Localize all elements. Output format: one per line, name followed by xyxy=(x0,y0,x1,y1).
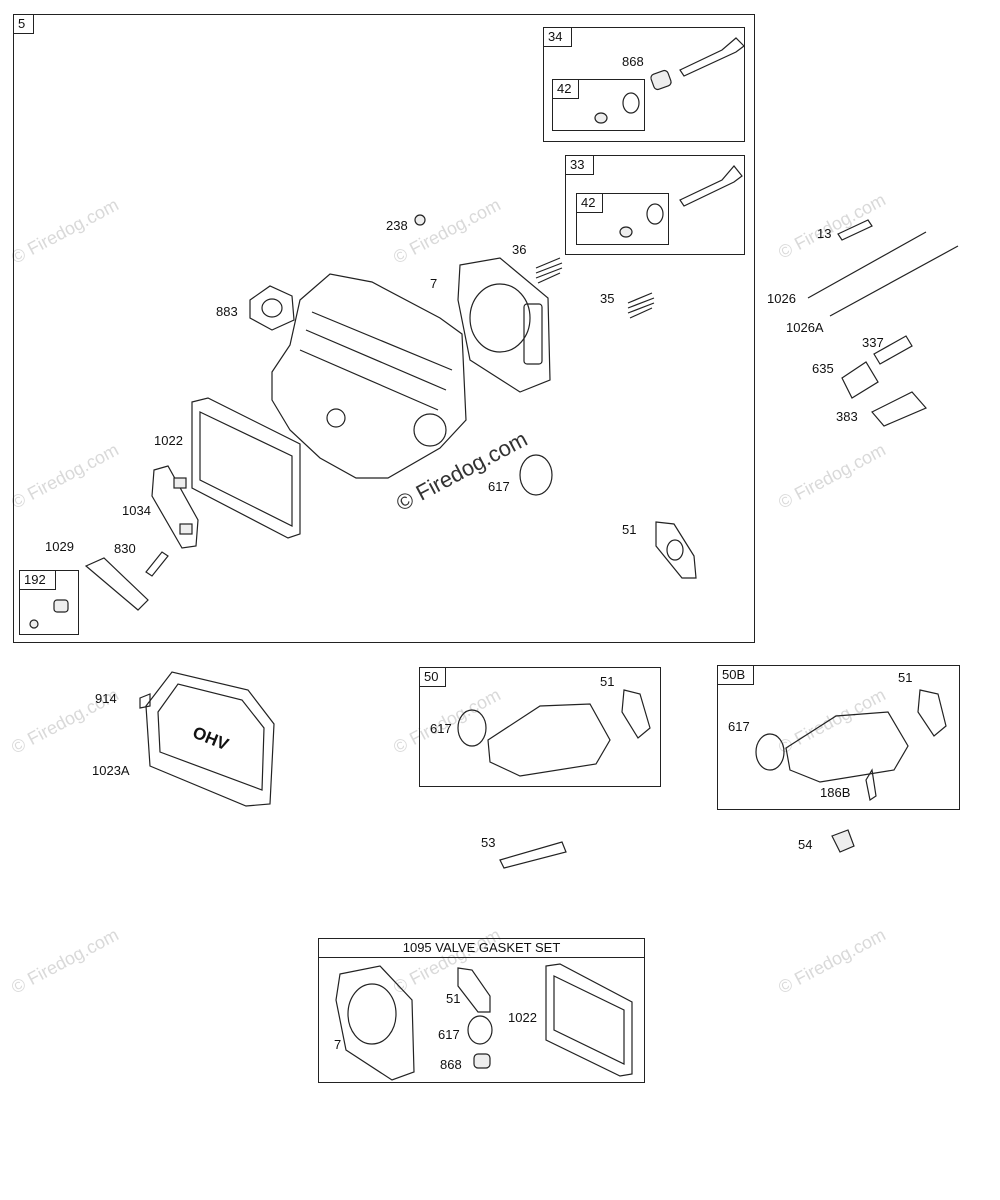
group-5-frame xyxy=(13,14,755,643)
pushrod-1026a-icon xyxy=(829,245,959,317)
group-5-tag: 5 xyxy=(14,15,34,34)
kit-oring-617-icon xyxy=(467,1015,493,1045)
label-54: 54 xyxy=(798,837,813,852)
label-1022: 1022 xyxy=(154,433,183,448)
retainer-42b-icon xyxy=(619,203,664,238)
group-192-frame xyxy=(19,570,79,635)
label-868: 868 xyxy=(622,54,644,69)
label-36: 36 xyxy=(512,242,527,257)
label-238: 238 xyxy=(386,218,408,233)
group-50b-frame xyxy=(717,665,960,810)
valve-33-icon xyxy=(679,165,743,207)
stud-830-icon xyxy=(145,551,169,577)
label-50-617: 617 xyxy=(430,721,452,736)
label-53: 53 xyxy=(481,835,496,850)
kit-label-51: 51 xyxy=(446,991,461,1006)
stud-53-icon xyxy=(499,841,567,869)
group-42b-frame xyxy=(576,193,669,245)
part-635-icon xyxy=(841,361,879,399)
label-1023a: 1023A xyxy=(92,763,130,778)
kit-label-7: 7 xyxy=(334,1037,342,1052)
group-33-tag: 33 xyxy=(566,156,594,175)
label-13: 13 xyxy=(817,226,832,241)
group-42a-frame xyxy=(552,79,645,131)
label-50b-51: 51 xyxy=(898,670,913,685)
part-192-icon xyxy=(29,599,69,629)
spring-35-icon xyxy=(627,292,655,319)
intake-50-icon xyxy=(457,689,651,777)
kit-gasket-1022-icon xyxy=(545,963,633,1077)
head-gasket-7-icon xyxy=(457,257,551,393)
valve-34-icon xyxy=(650,37,745,91)
kit-head-gasket-icon xyxy=(335,965,415,1081)
label-337: 337 xyxy=(862,335,884,350)
kit-label-1022: 1022 xyxy=(508,1010,537,1025)
pushrod-1026-icon xyxy=(807,231,927,299)
label-186b: 186B xyxy=(820,785,851,800)
rocker-gasket-1022-icon xyxy=(191,397,301,539)
label-51: 51 xyxy=(622,522,637,537)
intake-50b-icon xyxy=(755,689,947,801)
group-34-frame xyxy=(543,27,745,142)
retainer-42a-icon xyxy=(594,92,640,124)
spring-36-icon xyxy=(535,257,563,284)
label-7: 7 xyxy=(430,276,438,291)
kit-label-868: 868 xyxy=(440,1057,462,1072)
oring-617-icon xyxy=(519,454,553,496)
group-42b-tag: 42 xyxy=(577,194,603,213)
bolt-914-icon xyxy=(139,693,151,709)
kit-seal-868-icon xyxy=(473,1053,491,1069)
part-383-icon xyxy=(871,391,927,427)
kit-gasket-51-icon xyxy=(457,967,491,1013)
label-35: 35 xyxy=(600,291,615,306)
cylinder-head-icon xyxy=(271,273,467,479)
spark-plug-337-icon xyxy=(873,335,913,365)
label-617: 617 xyxy=(488,479,510,494)
valve-cover-1023a-icon xyxy=(145,671,275,807)
group-192-tag: 192 xyxy=(20,571,56,590)
group-50b-tag: 50B xyxy=(718,666,754,685)
gasket-51-icon xyxy=(655,521,697,579)
label-383: 383 xyxy=(836,409,858,424)
gasket-883-icon xyxy=(249,285,295,331)
label-1029: 1029 xyxy=(45,539,74,554)
label-1026a: 1026A xyxy=(786,320,824,335)
label-635: 635 xyxy=(812,361,834,376)
label-830: 830 xyxy=(114,541,136,556)
label-1034: 1034 xyxy=(122,503,151,518)
label-1026: 1026 xyxy=(767,291,796,306)
group-50-frame xyxy=(419,667,661,787)
part-1029-icon xyxy=(84,557,149,611)
breather-1034-icon xyxy=(151,465,199,549)
kit-title: 1095 VALVE GASKET SET xyxy=(318,938,645,958)
group-33-frame xyxy=(565,155,745,255)
plug-238-icon xyxy=(414,214,426,226)
bolt-54-icon xyxy=(831,829,855,853)
label-883: 883 xyxy=(216,304,238,319)
kit-label-617: 617 xyxy=(438,1027,460,1042)
kit-frame xyxy=(318,957,645,1083)
group-42a-tag: 42 xyxy=(553,80,579,99)
stud-13-icon xyxy=(837,219,873,241)
label-914: 914 xyxy=(95,691,117,706)
label-50-51: 51 xyxy=(600,674,615,689)
label-50b-617: 617 xyxy=(728,719,750,734)
group-34-tag: 34 xyxy=(544,28,572,47)
group-50-tag: 50 xyxy=(420,668,446,687)
